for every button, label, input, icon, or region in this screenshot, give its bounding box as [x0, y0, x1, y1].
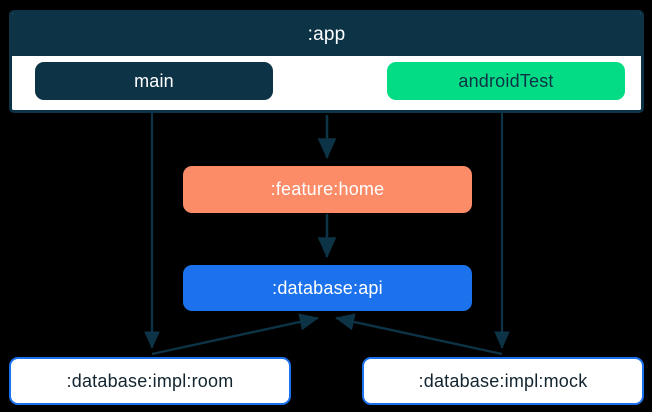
node-feature-home[interactable]: :feature:home [183, 166, 472, 213]
node-database-impl-room[interactable]: :database:impl:room [9, 357, 291, 405]
subgraph-app-title: :app [12, 13, 641, 56]
subgraph-app-body: main androidTest [12, 56, 641, 110]
node-android-test[interactable]: androidTest [387, 62, 625, 100]
subgraph-app[interactable]: :app main androidTest [9, 10, 644, 113]
edge-room-to-database-api [151, 313, 319, 356]
edge-mock-to-database-api [335, 313, 503, 356]
node-database-impl-mock[interactable]: :database:impl:mock [362, 357, 644, 405]
node-main[interactable]: main [35, 62, 273, 100]
node-database-api[interactable]: :database:api [183, 265, 472, 311]
